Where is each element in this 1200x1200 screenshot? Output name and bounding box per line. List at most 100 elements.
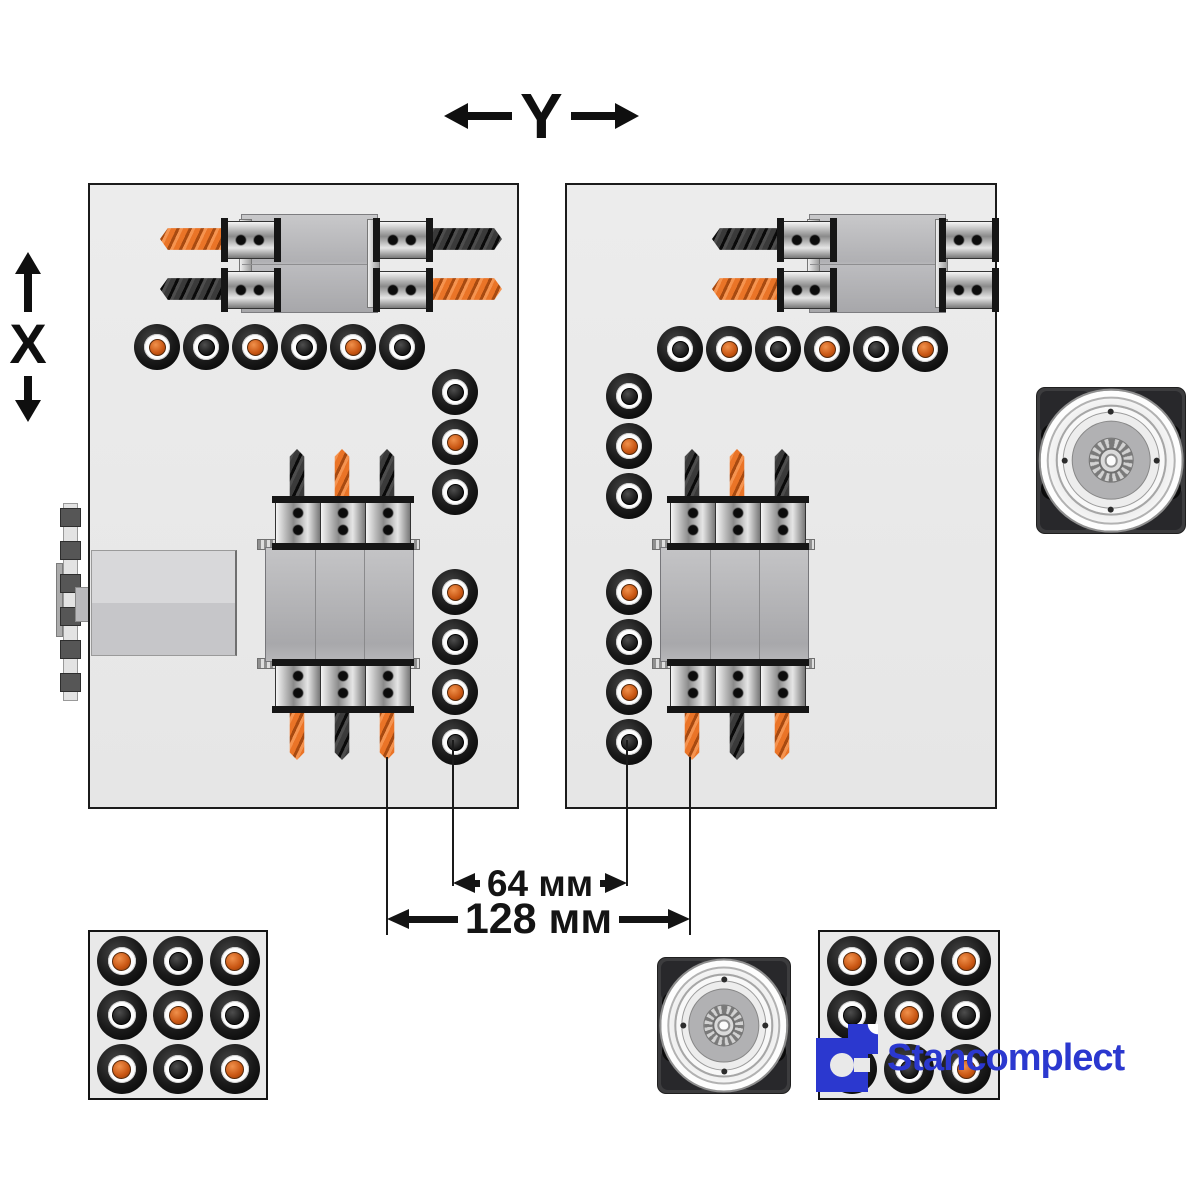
drill-chuck [272, 496, 324, 550]
horizontal-drill-unit-left [160, 214, 502, 313]
logo-c-block [816, 1038, 870, 1092]
spindle-center-orange [446, 683, 464, 701]
clutch-disc [1071, 421, 1151, 500]
spindle-center-orange [446, 433, 464, 451]
spindle-ring [340, 334, 366, 360]
drill-panel-right [565, 183, 999, 809]
spindle-orange [209, 936, 260, 986]
spindle-center-black [620, 633, 638, 651]
spindle-ring [952, 947, 980, 975]
spindle-ring [442, 679, 468, 705]
spindle-ring [616, 383, 642, 409]
drill-bit-horizontal [712, 278, 790, 300]
spindle-center-black [899, 1059, 919, 1079]
drill-chuck [667, 659, 719, 713]
spindle-ring [838, 947, 866, 975]
spindle-black [432, 619, 478, 665]
drill-chuck [272, 659, 324, 713]
drill-chuck [317, 496, 369, 550]
spindle-center-black [168, 1059, 188, 1079]
spindle-black [606, 619, 652, 665]
spindle-ring [895, 1055, 923, 1083]
dimension-64mm-label: 64 мм [486, 862, 594, 904]
spindle-column-lower-left-panel [432, 569, 478, 765]
spindle-black [209, 990, 260, 1040]
screw-dot [1153, 457, 1160, 464]
spindle-orange [96, 936, 147, 986]
drill-chuck [712, 659, 764, 713]
spindle-orange [606, 423, 652, 469]
spindle-black [281, 324, 327, 370]
spindle-ring [442, 579, 468, 605]
spindle-orange [606, 569, 652, 615]
dimension-64mm: 64 мм [453, 861, 627, 905]
spindle-center-orange [956, 1059, 976, 1079]
spindle-black [153, 1044, 203, 1094]
spindle-black [379, 324, 425, 370]
rail-plate [56, 563, 63, 637]
spindle-black [941, 990, 991, 1040]
spindle-center-orange [720, 340, 738, 358]
spindle-hole [717, 1019, 731, 1032]
spindle-center-orange [112, 1059, 131, 1079]
spindle-center-black [446, 633, 464, 651]
y-axis-left-arrow-icon [444, 103, 512, 129]
spindle-ring [838, 1001, 866, 1029]
spindle-black [432, 469, 478, 515]
dimension-128mm: 128 мм [387, 897, 690, 941]
spindle-center-black [671, 340, 689, 358]
spindle-ring [193, 334, 219, 360]
spindle-center-black [393, 338, 411, 356]
y-axis-indicator: Y [444, 84, 639, 148]
spindle-center-orange [620, 683, 638, 701]
dimension-witness-line [689, 757, 691, 935]
gearbox-seam [242, 263, 377, 265]
spindle-ring [164, 1055, 192, 1083]
drill-chuck [757, 496, 809, 550]
spindle-center-orange [446, 583, 464, 601]
spindle-ring [912, 336, 938, 362]
spindle-hole [1104, 453, 1118, 468]
spindle-black [153, 936, 203, 986]
spindle-black [657, 326, 703, 372]
drill-chuck [221, 218, 281, 262]
spindle-center-orange [344, 338, 362, 356]
gear-teeth-ring [1088, 437, 1134, 484]
spindle-ring [291, 334, 317, 360]
spindle-orange [96, 1044, 147, 1094]
spindle-black [96, 990, 147, 1040]
spindle-orange [232, 324, 278, 370]
spindle-black [755, 326, 801, 372]
screw-dot [761, 1022, 768, 1029]
drill-bit-horizontal [424, 278, 502, 300]
spindle-column-lower-right-panel [606, 569, 652, 765]
spindle-center-black [446, 383, 464, 401]
spindle-ring [389, 334, 415, 360]
spindle-ring [220, 1055, 249, 1083]
spindle-ring [616, 729, 642, 755]
spindle-ring [242, 334, 268, 360]
spindle-center-orange [168, 1005, 188, 1025]
dimension-witness-line [626, 740, 628, 886]
spindle-orange [884, 990, 934, 1040]
drill-bit-horizontal [160, 278, 238, 300]
x-axis-down-arrow-icon [15, 376, 41, 422]
tool-grid-bottom-left [88, 930, 268, 1100]
x-axis-indicator: X [2, 252, 54, 422]
rail-block [60, 640, 81, 659]
spindle-orange [432, 569, 478, 615]
spindle-center-orange [225, 951, 244, 971]
spindle-center-orange [148, 338, 166, 356]
rail-block [60, 541, 81, 560]
dimension-witness-line [452, 740, 454, 886]
spindle-orange [432, 669, 478, 715]
clutch-disc [688, 988, 760, 1063]
vertical-drill-unit-left [257, 449, 420, 760]
spindle-black [853, 326, 899, 372]
spindle-ring [442, 429, 468, 455]
hub [712, 1013, 736, 1038]
spindle-black [432, 369, 478, 415]
spindle-ring [616, 433, 642, 459]
stancomplect-logo-icon [816, 1024, 880, 1092]
spindle-black [432, 719, 478, 765]
